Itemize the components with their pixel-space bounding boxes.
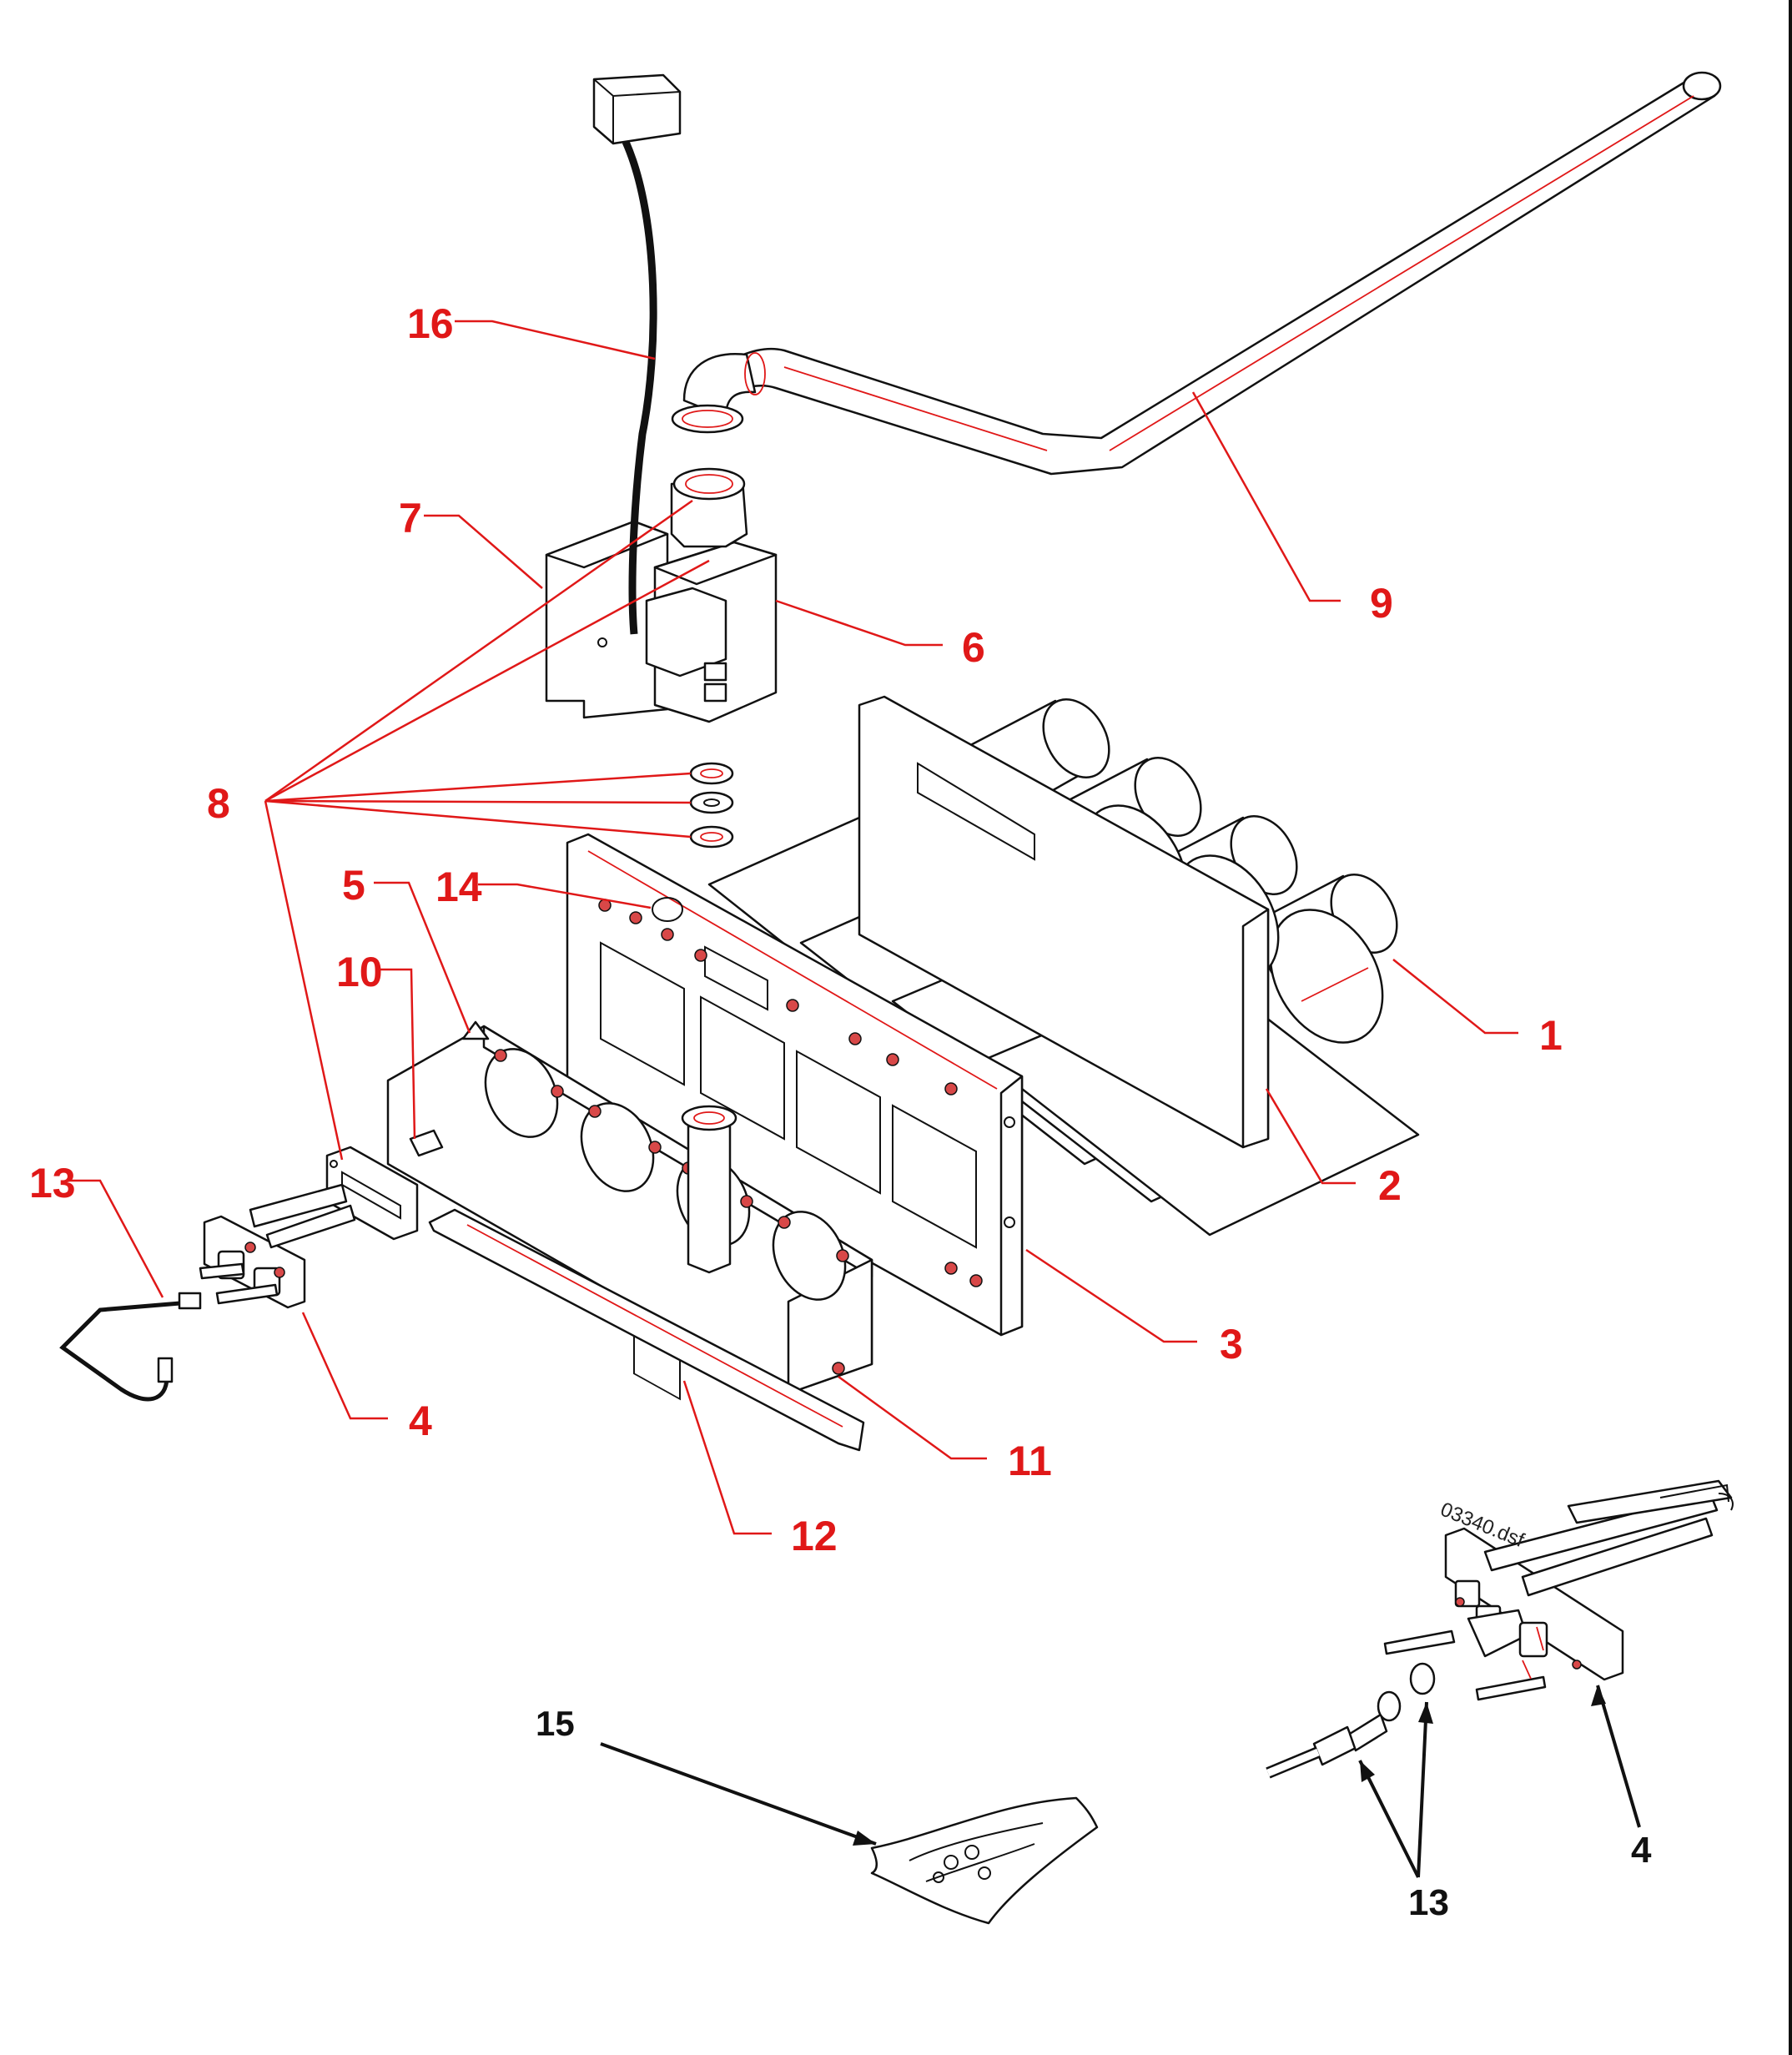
leader-8c — [264, 772, 692, 803]
callout-4: 4 — [409, 1398, 432, 1444]
leader-16 — [455, 320, 656, 360]
callout-12: 12 — [791, 1513, 838, 1559]
leader-inset-4 — [1596, 1685, 1641, 1828]
callout-15: 15 — [536, 1704, 575, 1743]
leader-5 — [374, 881, 471, 1034]
leader-13 — [68, 1179, 164, 1298]
leader-11 — [838, 1375, 987, 1460]
gas-valve — [545, 467, 778, 723]
callout-3: 3 — [1220, 1321, 1243, 1367]
hardware-bag — [870, 1796, 1099, 1925]
inset-pilot-detail — [1266, 1479, 1734, 1779]
leader-8d — [264, 799, 692, 804]
leader-14 — [478, 883, 652, 909]
heat-shield-strip — [428, 1208, 865, 1452]
callout-5: 5 — [342, 862, 365, 909]
callout-8: 8 — [207, 780, 230, 827]
leader-2 — [1265, 1088, 1356, 1185]
leader-4 — [301, 1312, 388, 1420]
callouts: 16 7 9 6 8 5 14 10 1 2 13 3 4 11 12 15 4… — [29, 300, 1652, 1923]
leader-inset-13a — [1358, 1760, 1420, 1878]
washers — [689, 762, 734, 849]
callout-6: 6 — [962, 624, 985, 671]
leader-6 — [775, 599, 943, 647]
leader-12 — [682, 1380, 772, 1535]
callout-14: 14 — [435, 864, 482, 910]
callout-inset-4: 4 — [1631, 1830, 1652, 1871]
pilot-assembly — [59, 1183, 356, 1402]
leader-8b — [264, 559, 710, 803]
leader-8f — [264, 800, 344, 1161]
leader-8a — [264, 499, 693, 803]
callout-13: 13 — [29, 1160, 76, 1206]
gas-supply-pipe — [671, 71, 1722, 476]
callout-10: 10 — [336, 949, 383, 995]
leader-lines-black — [600, 1685, 1641, 1878]
rear-plate — [858, 695, 1270, 1149]
leader-inset-13b — [1417, 1701, 1428, 1878]
callout-2: 2 — [1378, 1162, 1402, 1209]
leader-7 — [424, 514, 543, 589]
leader-9 — [1191, 391, 1341, 602]
callout-16: 16 — [407, 300, 454, 347]
leader-10 — [377, 968, 416, 1140]
callout-7: 7 — [399, 495, 422, 541]
leader-1 — [1392, 959, 1518, 1035]
leader-3 — [1025, 1248, 1197, 1343]
callout-9: 9 — [1370, 580, 1393, 627]
callout-1: 1 — [1539, 1012, 1563, 1059]
leader-8e — [264, 799, 692, 839]
leader-lines — [68, 320, 1518, 1535]
leader-15 — [600, 1742, 877, 1846]
manifold-bracket — [386, 1020, 873, 1395]
callout-11: 11 — [1008, 1438, 1052, 1484]
callout-inset-13: 13 — [1408, 1882, 1449, 1923]
page-edge-border — [1789, 0, 1792, 2055]
wire-harness — [592, 73, 682, 635]
